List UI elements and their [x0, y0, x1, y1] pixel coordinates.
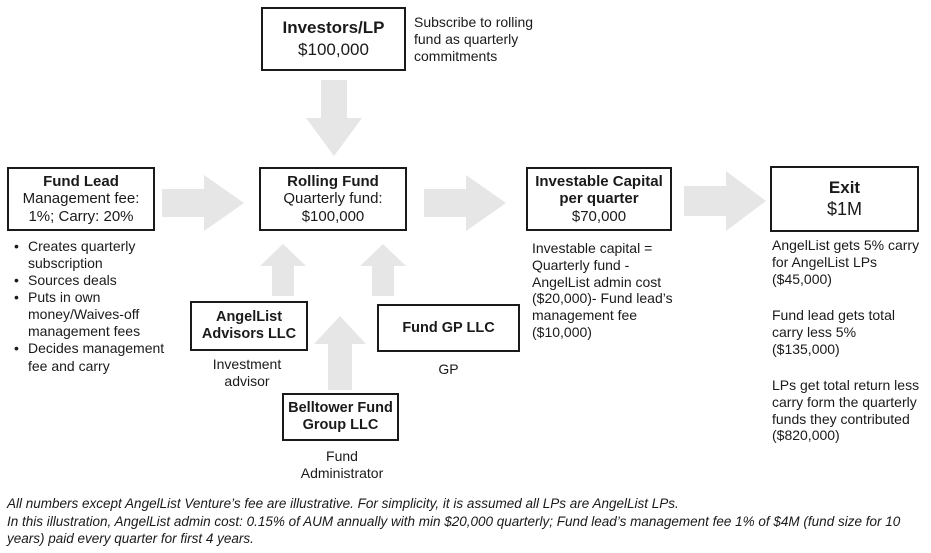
arrow-fund-lead-to-rolling-fund — [162, 175, 244, 231]
fund-lead-carry: 1%; Carry: 20% — [28, 207, 134, 225]
footnote-line-1: All numbers except AngelList Venture’s f… — [7, 496, 679, 511]
exit-note-angellist: AngelList gets 5% carry for AngelList LP… — [772, 237, 920, 287]
list-item: Sources deals — [8, 272, 168, 289]
investable-capital-title: Investable Capital — [535, 173, 663, 191]
angellist-advisors-title: AngelList — [215, 309, 283, 326]
exit-amount: $1M — [826, 199, 862, 220]
angellist-advisors-box: AngelList Advisors LLC — [190, 301, 308, 351]
investors-lp-note: Subscribe to rolling fund as quarterly c… — [414, 14, 534, 64]
arrow-angellist-advisors-up — [260, 244, 306, 296]
list-item: Puts in own money/Waives-off management … — [8, 289, 168, 340]
arrow-fund-gp-up — [360, 244, 406, 296]
arrow-investors-to-rolling-fund — [306, 80, 362, 156]
investors-lp-amount: $100,000 — [298, 40, 369, 59]
footnote-line-2: In this illustration, AngelList admin co… — [7, 513, 901, 547]
fund-lead-fee: Management fee: — [22, 190, 140, 208]
fund-lead-box: Fund Lead Management fee: 1%; Carry: 20% — [7, 167, 155, 231]
list-item: Creates quarterly subscription — [8, 238, 168, 272]
arrow-investable-to-exit — [684, 171, 766, 231]
angellist-advisors-role: Investment advisor — [212, 356, 282, 389]
footnote: All numbers except AngelList Venture’s f… — [7, 495, 927, 548]
fund-lead-responsibilities: Creates quarterly subscription Sources d… — [8, 238, 168, 375]
investable-capital-box: Investable Capital per quarter $70,000 — [526, 167, 672, 231]
exit-title: Exit — [828, 177, 861, 197]
exit-box: Exit $1M — [770, 166, 919, 232]
fund-gp-role: GP — [438, 361, 459, 377]
belltower-subtitle: Group LLC — [302, 417, 379, 433]
investable-capital-note: Investable capital = Quarterly fund - An… — [532, 240, 673, 340]
belltower-role: Fund Administrator — [300, 448, 384, 481]
arrow-belltower-up — [314, 316, 366, 390]
exit-note-lps: LPs get total return less carry form the… — [772, 377, 920, 444]
rolling-fund-box: Rolling Fund Quarterly fund: $100,000 — [259, 167, 407, 231]
rolling-fund-label: Quarterly fund: — [283, 190, 383, 208]
fund-lead-title: Fund Lead — [43, 173, 119, 191]
fund-gp-title: Fund GP LLC — [402, 319, 495, 336]
rolling-fund-amount: $100,000 — [301, 207, 365, 225]
investable-capital-amount: $70,000 — [571, 207, 627, 225]
investors-lp-title: Investors/LP — [282, 18, 385, 38]
exit-note-fund-lead: Fund lead gets total carry less 5% ($135… — [772, 307, 895, 357]
angellist-advisors-subtitle: Advisors LLC — [201, 326, 297, 342]
belltower-box: Belltower Fund Group LLC — [282, 393, 399, 441]
arrow-rolling-fund-to-investable — [424, 175, 506, 231]
belltower-title: Belltower Fund — [288, 400, 393, 417]
investable-capital-subtitle: per quarter — [559, 190, 639, 208]
investors-lp-box: Investors/LP $100,000 — [261, 7, 406, 71]
fund-gp-box: Fund GP LLC — [377, 304, 520, 352]
rolling-fund-title: Rolling Fund — [287, 173, 379, 191]
list-item: Decides management fee and carry — [8, 340, 168, 374]
